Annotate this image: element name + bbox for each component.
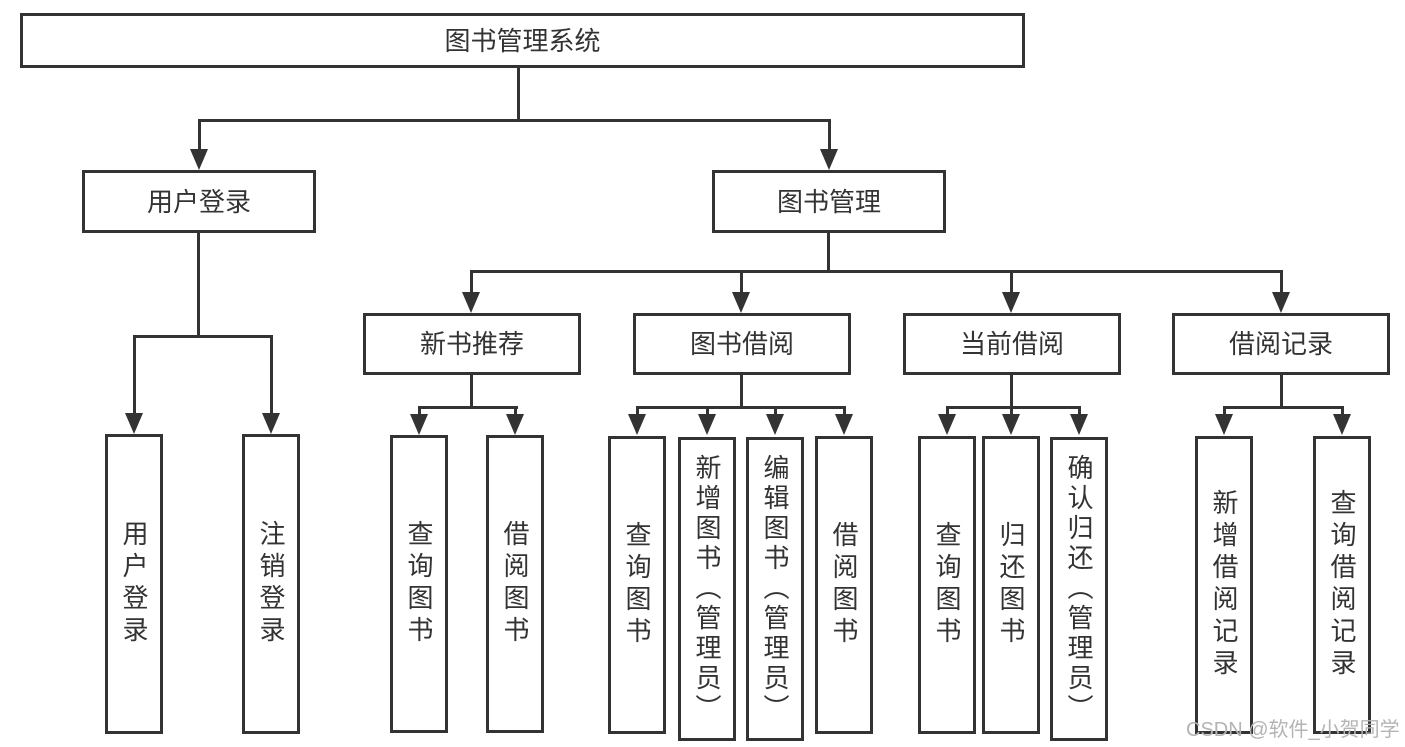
connector-to-rec-query-books	[418, 406, 421, 418]
watermark-text: CSDN @软件_小贺同学	[1186, 719, 1400, 741]
arrowhead-to-current-borrowing	[1002, 292, 1020, 313]
connector-to-current-borrowing	[1010, 270, 1013, 295]
leaf-cb-confirm-return-admin: 确认归还（管理员）	[1050, 437, 1108, 741]
node-new-book-recommend-label: 新书推荐	[419, 329, 524, 359]
connector-to-rec-borrow-books	[514, 406, 517, 418]
connector-user-login-stem	[197, 232, 200, 337]
arrowhead-to-cb-confirm-return	[1070, 414, 1088, 435]
leaf-cb-query-books: 查询图书	[918, 436, 976, 734]
leaf-bb-query-books-label: 查询图书	[622, 521, 652, 649]
arrowhead-to-book-management	[820, 149, 838, 170]
arrowhead-to-rec-query-books	[410, 414, 428, 435]
connector-to-borrowing-records	[1280, 270, 1283, 295]
arrowhead-to-br-query-record	[1333, 414, 1351, 435]
connector-to-leaf-logout	[270, 335, 273, 414]
connector-to-br-query-record	[1341, 406, 1344, 418]
connector-to-book-management	[828, 119, 831, 153]
arrowhead-to-leaf-logout	[262, 413, 280, 434]
leaf-cb-return-books: 归还图书	[982, 436, 1040, 734]
leaf-bb-edit-book-admin: 编辑图书（管理员）	[746, 437, 804, 741]
leaf-user-login-label: 用户登录	[119, 520, 149, 648]
arrowhead-to-user-login	[190, 149, 208, 170]
leaf-user-login: 用户登录	[105, 434, 163, 734]
connector-current-borrowing-split	[946, 406, 1081, 409]
node-current-borrowing: 当前借阅	[903, 313, 1121, 375]
connector-to-br-add-record	[1223, 406, 1226, 418]
leaf-rec-borrow-books-label: 借阅图书	[500, 520, 530, 648]
leaf-bb-borrow-books: 借阅图书	[815, 436, 873, 734]
connector-to-cb-return-books	[1010, 406, 1013, 418]
arrowhead-to-book-borrowing	[732, 292, 750, 313]
connector-borrowing-records-split	[1223, 406, 1344, 409]
leaf-bb-borrow-books-label: 借阅图书	[829, 521, 859, 649]
arrowhead-to-new-book-recommend	[462, 292, 480, 313]
connector-to-cb-confirm-return	[1078, 406, 1081, 418]
leaf-cb-return-books-label: 归还图书	[996, 521, 1026, 649]
node-book-management-label: 图书管理	[776, 186, 881, 217]
connector-book-management-split	[470, 270, 1282, 273]
connector-to-bb-query-books	[636, 406, 639, 418]
arrowhead-to-bb-query-books	[628, 414, 646, 435]
leaf-logout: 注销登录	[242, 434, 300, 734]
node-new-book-recommend: 新书推荐	[363, 313, 581, 375]
leaf-rec-query-books-label: 查询图书	[404, 520, 434, 648]
leaf-rec-query-books: 查询图书	[390, 435, 448, 733]
leaf-br-add-borrow-record-label: 新增借阅记录	[1209, 489, 1239, 681]
arrowhead-to-cb-query-books	[938, 414, 956, 435]
connector-to-user-login	[198, 119, 201, 153]
leaf-cb-query-books-label: 查询图书	[932, 521, 962, 649]
connector-new-book-recommend-stem	[470, 375, 473, 408]
arrowhead-to-bb-add-book	[698, 414, 716, 435]
node-library-system-label: 图书管理系统	[444, 25, 601, 56]
arrowhead-to-bb-edit-book	[766, 414, 784, 435]
node-user-login: 用户登录	[82, 170, 316, 233]
leaf-logout-label: 注销登录	[256, 520, 286, 648]
arrowhead-to-leaf-user-login	[125, 413, 143, 434]
node-book-management: 图书管理	[712, 170, 946, 233]
arrowhead-to-cb-return-books	[1002, 414, 1020, 435]
arrowhead-to-borrowing-records	[1272, 292, 1290, 313]
connector-to-cb-query-books	[946, 406, 949, 418]
leaf-bb-add-book-admin: 新增图书（管理员）	[678, 437, 736, 741]
leaf-cb-confirm-return-admin-label: 确认归还（管理员）	[1064, 454, 1094, 724]
leaf-bb-add-book-admin-label: 新增图书（管理员）	[692, 454, 722, 724]
arrowhead-to-br-add-record	[1215, 414, 1233, 435]
connector-to-bb-add-book	[706, 406, 709, 418]
node-book-borrowing-label: 图书借阅	[689, 329, 794, 359]
connector-current-borrowing-stem	[1010, 375, 1013, 408]
connector-root-split	[198, 119, 831, 122]
connector-to-bb-edit-book	[774, 406, 777, 418]
node-library-system: 图书管理系统	[20, 13, 1025, 68]
connector-root-stem	[517, 66, 520, 121]
arrowhead-to-bb-borrow-books	[835, 414, 853, 435]
connector-book-borrowing-stem	[740, 375, 743, 408]
node-book-borrowing: 图书借阅	[633, 313, 851, 375]
connector-to-new-book-recommend	[470, 270, 473, 295]
arrowhead-to-rec-borrow-books	[506, 414, 524, 435]
leaf-br-add-borrow-record: 新增借阅记录	[1195, 436, 1253, 734]
leaf-bb-edit-book-admin-label: 编辑图书（管理员）	[760, 454, 790, 724]
connector-to-leaf-user-login	[133, 335, 136, 414]
leaf-bb-query-books: 查询图书	[608, 436, 666, 734]
connector-user-login-split	[133, 335, 273, 338]
connector-book-borrowing-split	[636, 406, 846, 409]
connector-book-management-stem	[827, 232, 830, 272]
node-borrowing-records: 借阅记录	[1172, 313, 1390, 375]
leaf-br-query-borrow-record-label: 查询借阅记录	[1327, 489, 1357, 681]
watermark: CSDN @软件_小贺同学	[1186, 713, 1400, 742]
node-borrowing-records-label: 借阅记录	[1228, 329, 1333, 359]
connector-new-book-recommend-split	[418, 406, 518, 409]
connector-borrowing-records-stem	[1280, 375, 1283, 408]
node-current-borrowing-label: 当前借阅	[959, 329, 1064, 359]
leaf-br-query-borrow-record: 查询借阅记录	[1313, 436, 1371, 734]
leaf-rec-borrow-books: 借阅图书	[486, 435, 544, 733]
connector-to-bb-borrow-books	[843, 406, 846, 418]
node-user-login-label: 用户登录	[146, 186, 251, 217]
connector-to-book-borrowing	[740, 270, 743, 295]
